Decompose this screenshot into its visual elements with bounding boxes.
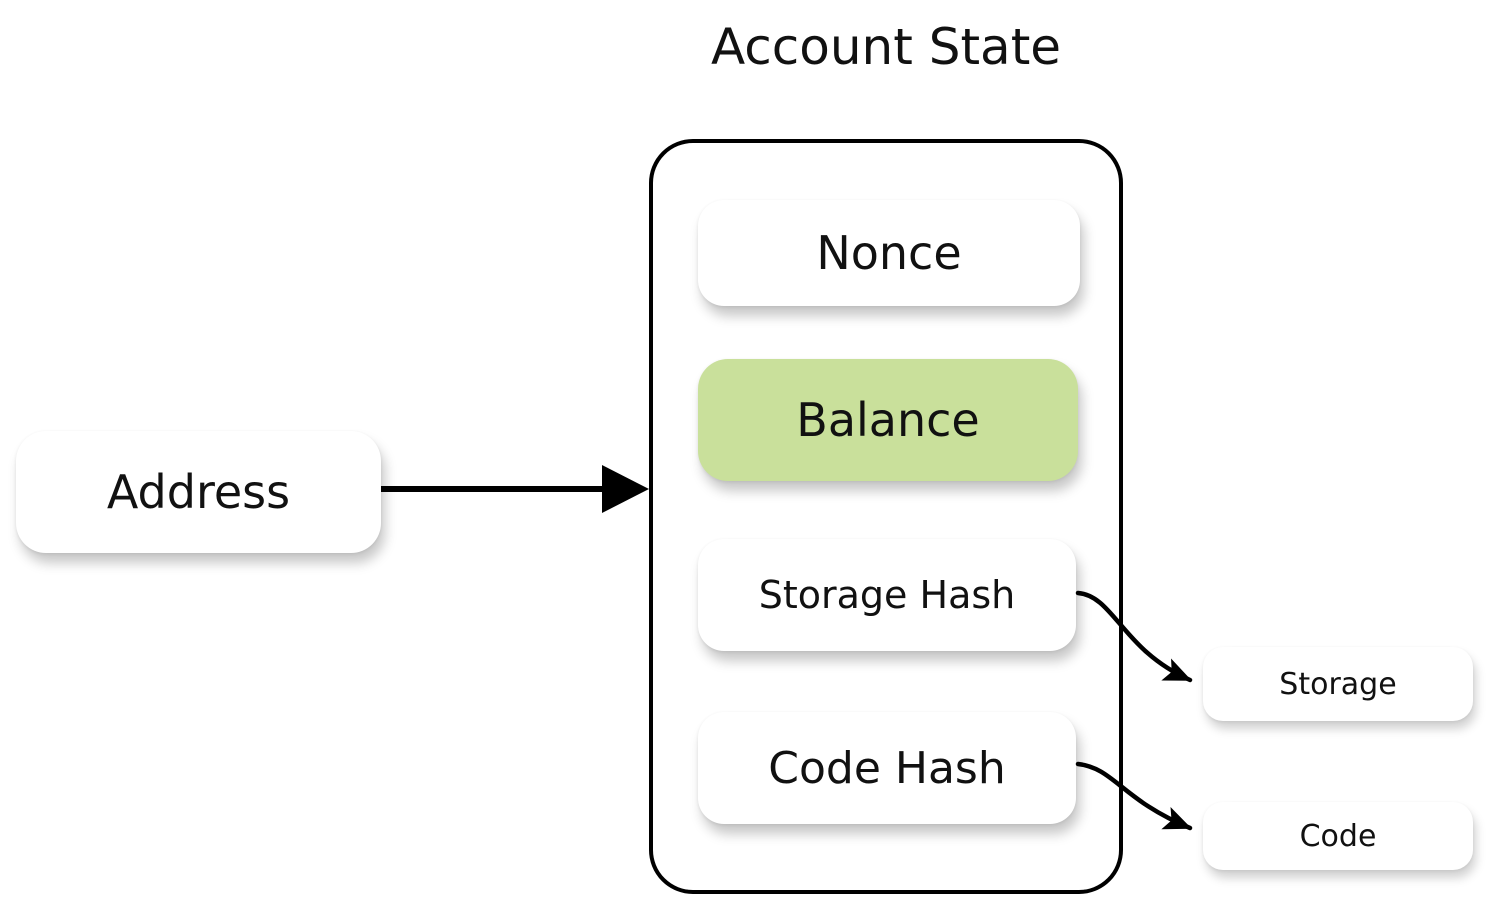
row-balance: Balance [698, 359, 1078, 481]
code-label: Code [1299, 818, 1377, 854]
address-label: Address [106, 465, 291, 519]
row-storage-hash: Storage Hash [698, 539, 1076, 651]
storage-box: Storage [1203, 647, 1473, 721]
storage-label: Storage [1279, 666, 1397, 702]
account-state-container [649, 139, 1123, 894]
row-storage-hash-label: Storage Hash [758, 573, 1016, 617]
address-to-account-arrow [381, 465, 649, 513]
row-code-hash: Code Hash [698, 712, 1076, 824]
code-box: Code [1203, 802, 1473, 870]
address-box: Address [16, 431, 381, 553]
row-balance-label: Balance [796, 393, 980, 447]
diagram-title: Account State [710, 18, 1062, 76]
row-code-hash-label: Code Hash [768, 742, 1006, 794]
row-nonce-label: Nonce [816, 226, 962, 280]
row-nonce: Nonce [698, 200, 1080, 306]
